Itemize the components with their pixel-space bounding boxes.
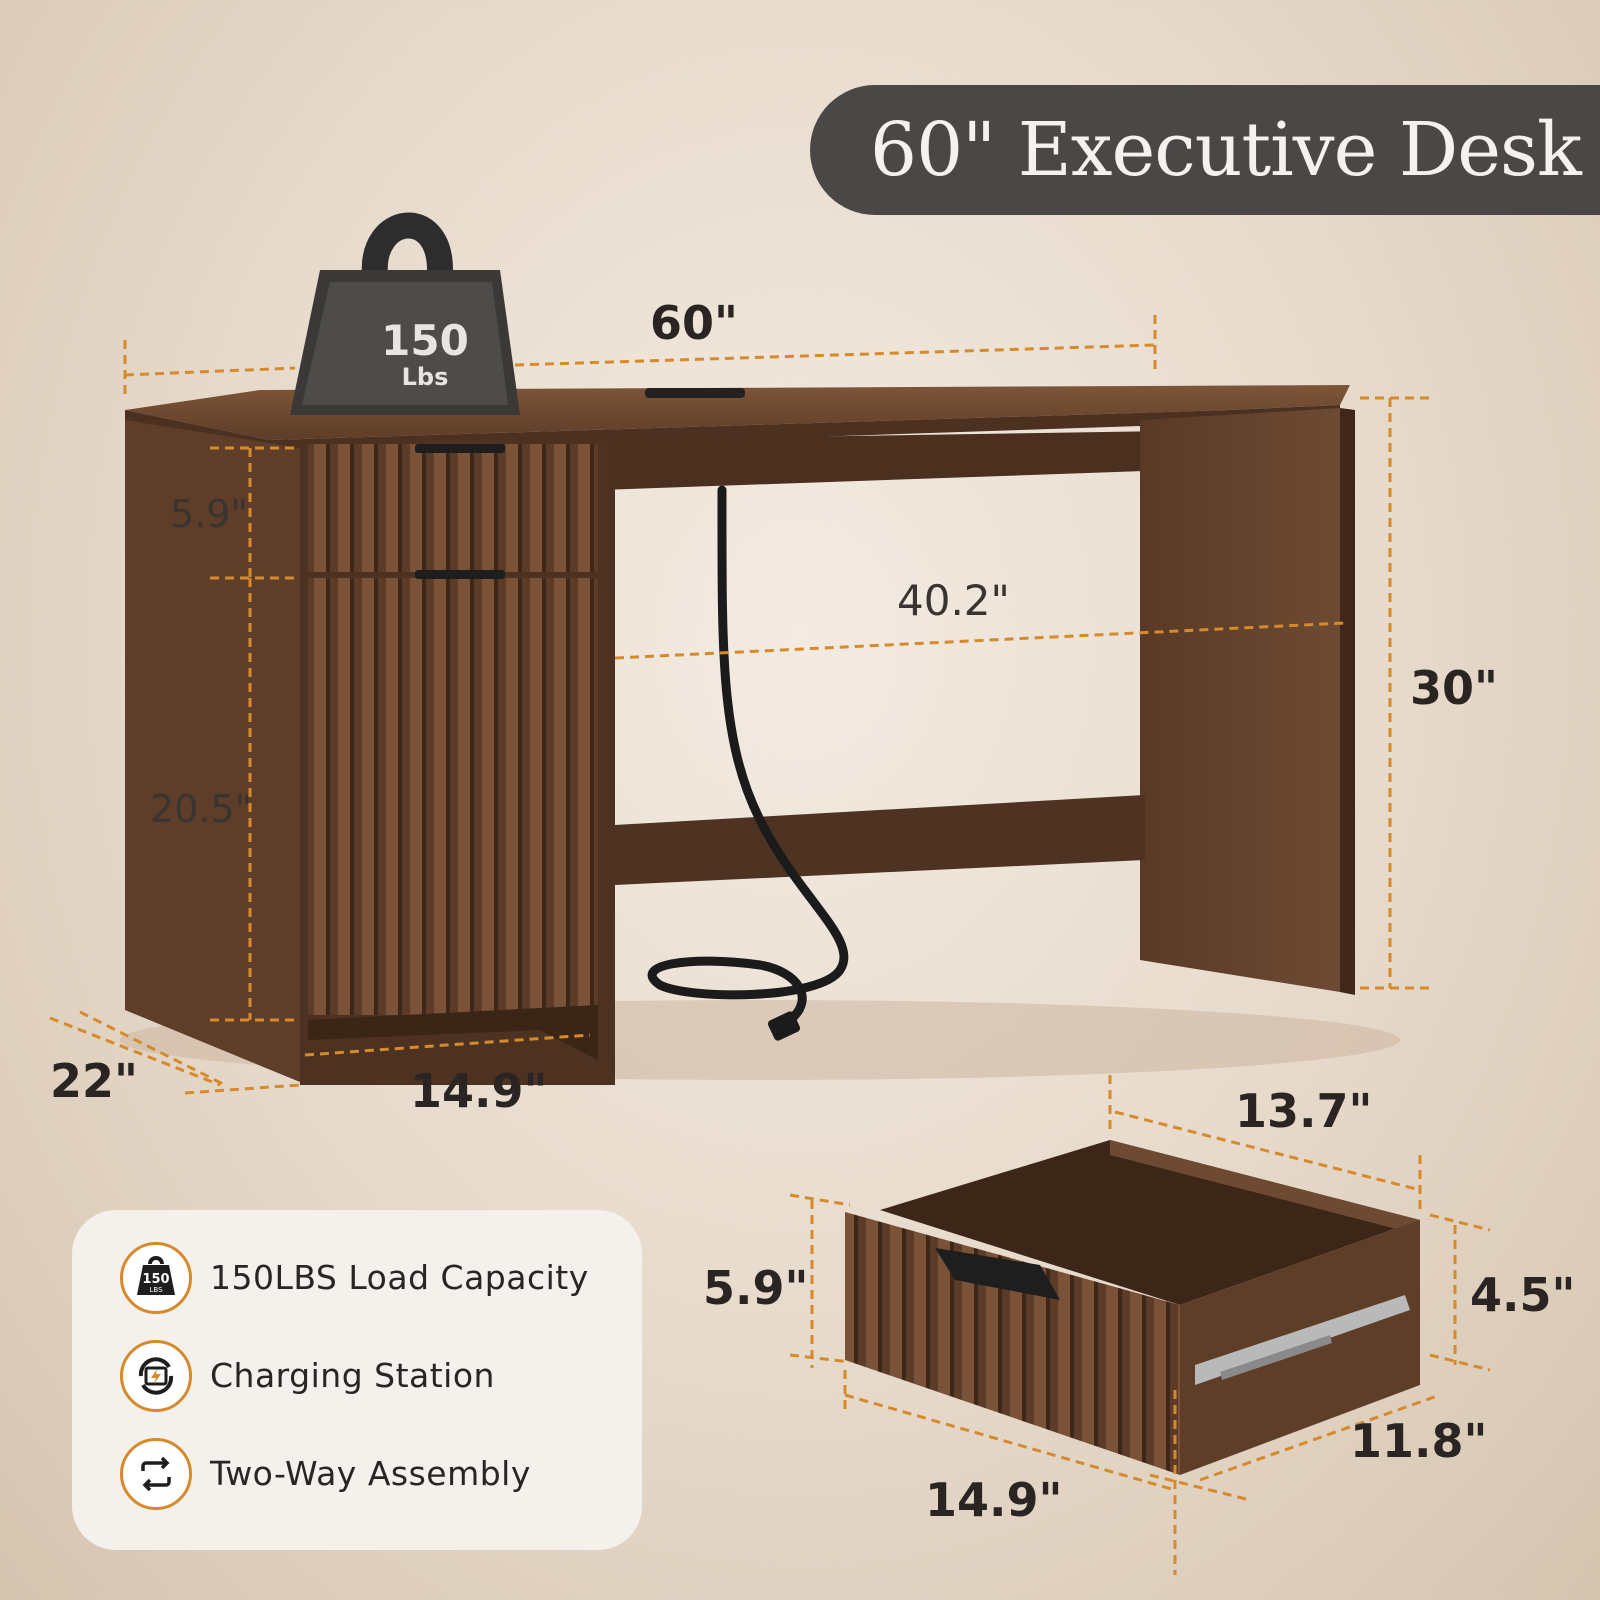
swap-arrows-icon — [120, 1438, 192, 1510]
drawer-illustration — [845, 1140, 1420, 1475]
page-title: 60" Executive Desk — [870, 107, 1582, 193]
dim-desk-height: 30" — [1410, 661, 1498, 715]
right-leg-panel — [1140, 408, 1340, 992]
back-apron — [600, 430, 1230, 490]
cabinet-drawer-front — [308, 444, 598, 572]
dim-drawer-side-height: 4.5" — [1470, 1268, 1576, 1322]
cabinet-base — [308, 1005, 598, 1060]
cabinet-side — [125, 420, 300, 1082]
drawer-dimension-lines — [789, 1075, 1491, 1575]
dim-drawer-depth-top: 13.7" — [1235, 1084, 1373, 1138]
dimension-lines — [49, 315, 1430, 1095]
weight-prop: 150 Lbs — [290, 212, 520, 415]
weight-icon: 150 LBS — [120, 1242, 192, 1314]
dim-drawer-front-height: 5.9" — [703, 1261, 809, 1315]
features-card: 150 LBS 150LBS Load Capacity Charging St… — [72, 1210, 642, 1550]
weight-icon-unit: LBS — [149, 1286, 163, 1294]
dim-drawer-inner-depth: 11.8" — [1350, 1414, 1488, 1468]
dim-cabinet-height: 20.5" — [150, 787, 253, 831]
dim-cabinet-width: 14.9" — [410, 1064, 548, 1118]
dim-drawer-height-top: 5.9" — [170, 492, 248, 536]
feature-label-load: 150LBS Load Capacity — [210, 1258, 589, 1297]
power-cord — [647, 485, 849, 1025]
lower-stretcher — [615, 795, 1145, 885]
dim-leg-span: 40.2" — [897, 576, 1010, 625]
cabinet-door — [308, 578, 598, 1015]
weight-icon-number: 150 — [142, 1272, 169, 1287]
title-banner — [810, 85, 1600, 215]
drawer-handle — [415, 444, 505, 453]
dim-desk-width: 60" — [650, 296, 738, 350]
feature-label-charging: Charging Station — [210, 1356, 495, 1395]
weight-number: 150 — [381, 316, 469, 365]
dim-desk-depth: 22" — [50, 1054, 138, 1108]
dim-drawer-width: 14.9" — [925, 1473, 1063, 1527]
feature-label-assembly: Two-Way Assembly — [210, 1454, 531, 1493]
door-handle — [415, 570, 505, 579]
charging-icon — [120, 1340, 192, 1412]
power-plug — [767, 1011, 801, 1041]
weight-unit: Lbs — [402, 363, 449, 391]
charging-grommet — [645, 388, 745, 398]
right-leg-edge — [1340, 408, 1355, 995]
